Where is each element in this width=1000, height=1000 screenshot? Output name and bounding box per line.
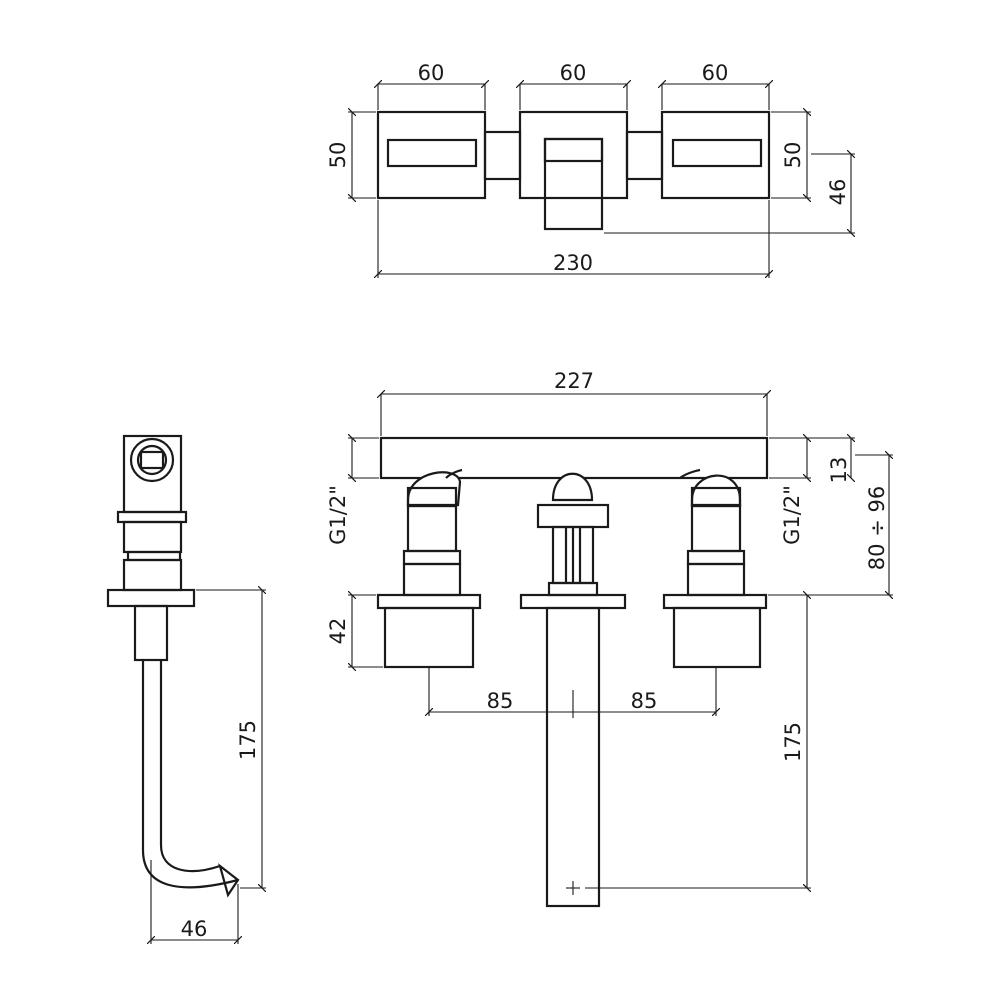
left-flange <box>376 593 482 610</box>
right-handle-slot <box>671 138 763 168</box>
dim-spout-length-side: 175 <box>236 720 260 760</box>
right-flange <box>662 593 768 610</box>
left-handle-slot <box>386 138 478 168</box>
side-view: 175 46 <box>106 434 266 944</box>
dim-spout-width: 60 <box>560 61 587 85</box>
top-view: 60 60 60 50 50 46 230 <box>326 61 855 278</box>
dim-body-length: 227 <box>554 369 594 393</box>
dim-spout-depth: 46 <box>826 179 850 206</box>
side-handle-ring <box>129 437 175 483</box>
left-base <box>383 606 475 669</box>
dim-spout-length-front: 175 <box>781 722 805 762</box>
dim-total-width: 230 <box>553 251 593 275</box>
center-dome <box>551 472 594 502</box>
spout-base-top <box>518 110 629 200</box>
dim-spacing-right: 85 <box>631 689 658 713</box>
spout-tube <box>545 606 601 908</box>
side-flange <box>106 588 196 608</box>
right-valve-body <box>690 504 742 553</box>
center-flange <box>519 593 627 610</box>
dim-adjust-range: 80 ÷ 96 <box>865 486 889 570</box>
dim-spout-reach: 46 <box>181 917 208 941</box>
dim-depth-right: 50 <box>781 142 805 169</box>
side-spout-curve-inner <box>159 660 221 873</box>
dim-depth-left: 50 <box>326 142 350 169</box>
right-handle-top <box>660 110 771 200</box>
side-spout-neck <box>133 604 169 662</box>
left-handle-top <box>376 110 487 200</box>
spout-top <box>543 137 604 231</box>
right-connector-top <box>625 130 664 181</box>
left-valve-body <box>406 504 458 553</box>
spout-neck-top <box>543 137 604 163</box>
front-view: 227 G1/2" G1/2" 13 80 ÷ 96 42 85 85 <box>326 369 893 908</box>
side-spout-curve-outer <box>141 660 239 889</box>
right-valve-bulb <box>690 474 742 507</box>
right-base <box>672 606 762 669</box>
dim-right-handle-width: 60 <box>702 61 729 85</box>
dim-thread-left: G1/2" <box>326 485 350 545</box>
side-spout-tip <box>218 863 240 898</box>
dim-body-height: 13 <box>827 457 851 484</box>
dim-spacing-left: 85 <box>487 689 514 713</box>
dim-thread-right: G1/2" <box>780 485 804 545</box>
center-nut <box>536 503 610 529</box>
dim-flange-height: 42 <box>326 618 350 645</box>
dim-left-handle-width: 60 <box>418 61 445 85</box>
left-connector-top <box>483 130 522 181</box>
